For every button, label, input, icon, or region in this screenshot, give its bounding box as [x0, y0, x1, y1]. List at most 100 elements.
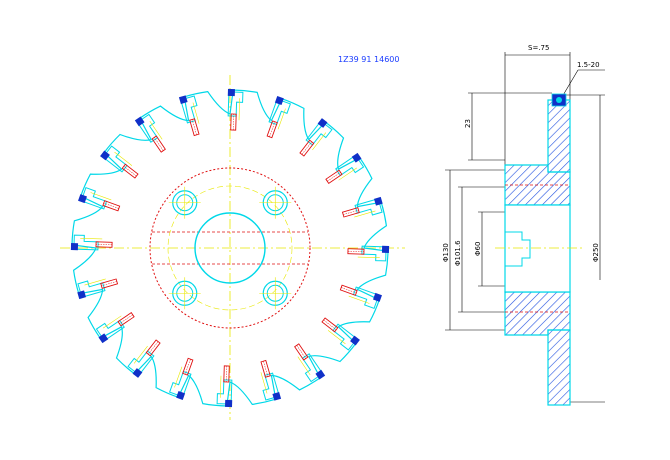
hub-circle	[149, 167, 311, 329]
cutter-teeth	[70, 88, 390, 408]
tooth	[77, 278, 119, 300]
tooth-guide	[102, 315, 122, 329]
cutting-insert	[77, 290, 86, 300]
cutting-insert	[70, 243, 79, 251]
cutting-insert	[374, 196, 383, 206]
tooth	[216, 365, 233, 408]
cutting-insert	[176, 391, 186, 400]
clamp-screw-thread	[184, 359, 191, 375]
tooth-guide	[149, 120, 163, 140]
tooth	[299, 118, 333, 157]
cutting-insert	[315, 369, 326, 380]
clamp-screw-thread	[154, 137, 164, 151]
tooth	[266, 96, 292, 139]
cutting-insert	[225, 399, 233, 408]
tooth-guide	[90, 192, 112, 201]
tooth	[134, 113, 166, 153]
keyway	[505, 231, 531, 267]
chamfer-leader	[561, 69, 579, 98]
tooth	[78, 186, 121, 212]
tooth-guide	[219, 375, 222, 398]
insert-pocket	[305, 120, 333, 146]
clamp-screw-thread	[343, 209, 359, 215]
cutting-insert	[178, 95, 188, 104]
cutting-insert	[227, 88, 235, 97]
insert-pocket	[332, 323, 358, 351]
dim-outer-label: Φ130	[442, 243, 450, 262]
tooth	[178, 95, 200, 137]
cutter-outline	[71, 89, 389, 407]
tooth	[168, 357, 194, 400]
tooth-guide	[174, 366, 183, 388]
clamp-screw-thread	[123, 166, 137, 177]
tooth-guide	[260, 372, 268, 394]
tooth-guide	[114, 151, 133, 166]
tooth	[294, 343, 326, 383]
clamp-screw-thread	[327, 172, 341, 182]
clamp-screw-thread	[347, 250, 364, 252]
tooth	[227, 88, 244, 131]
front-view	[60, 75, 405, 420]
tooth-guide	[80, 237, 103, 240]
clamp-screw-thread	[301, 141, 312, 155]
hub-section-lower	[504, 291, 571, 336]
tooth-guide	[238, 98, 241, 121]
clamp-screw-thread	[341, 287, 357, 294]
dim-step-label: Φ101.6	[454, 240, 462, 266]
clamp-screw-thread	[296, 345, 306, 359]
cutting-insert	[317, 118, 328, 128]
cutting-insert	[132, 368, 143, 378]
tooth	[127, 339, 161, 378]
chamfer-label: 1.5-20	[577, 61, 600, 69]
bore-circle	[194, 212, 266, 284]
part-number: 1Z39 91 14600	[338, 55, 399, 64]
bolt-holes	[168, 186, 292, 310]
clamp-screw-thread	[226, 365, 228, 382]
cutting-insert	[373, 292, 382, 302]
clamp-screw-thread	[269, 121, 276, 137]
tooth-guide	[277, 108, 286, 130]
cutting-insert	[381, 245, 390, 253]
flange-upper	[547, 99, 571, 173]
tooth-guide	[297, 356, 311, 376]
tooth-guide	[338, 167, 358, 181]
clamp-screw-thread	[323, 319, 337, 330]
tooth-guide	[84, 278, 106, 286]
insert-pocket	[102, 145, 128, 173]
bolt-circle	[167, 185, 293, 311]
side-section-view: S=.75 1.5-20 23 Φ250 Φ130 Φ101.6 Φ60	[442, 44, 605, 406]
cutting-insert	[100, 150, 110, 161]
cutting-insert	[351, 152, 362, 163]
cutting-insert	[350, 335, 360, 346]
cutting-insert	[98, 333, 109, 344]
tooth	[95, 312, 135, 344]
tooth	[70, 234, 113, 251]
cutting-insert	[78, 194, 87, 204]
tooth-guide	[192, 102, 200, 124]
dim-cutter-label: Φ250	[592, 243, 600, 262]
flange-lower	[547, 329, 571, 406]
tooth	[339, 284, 382, 310]
cutting-insert	[272, 392, 282, 401]
bore-interior	[504, 204, 571, 293]
insert-pocket	[127, 350, 155, 376]
cutting-insert	[134, 116, 145, 127]
clamp-screw-thread	[101, 281, 117, 287]
dim-bore-label: Φ60	[474, 242, 482, 256]
clamp-screw-thread	[119, 314, 133, 324]
tooth-guide	[327, 330, 346, 345]
clamp-screw-thread	[103, 202, 119, 209]
tooth-guide	[348, 295, 370, 304]
tooth	[347, 245, 390, 262]
tooth	[321, 317, 360, 351]
tooth-guide	[312, 132, 327, 151]
clamp-screw	[294, 343, 309, 361]
clamp-screw-thread	[191, 119, 197, 135]
tooth	[260, 359, 282, 401]
tooth	[325, 152, 365, 184]
tooth	[100, 145, 139, 179]
clamp-screw-thread	[148, 341, 159, 355]
tooth-guide	[354, 210, 376, 218]
tooth-guide	[133, 345, 148, 364]
